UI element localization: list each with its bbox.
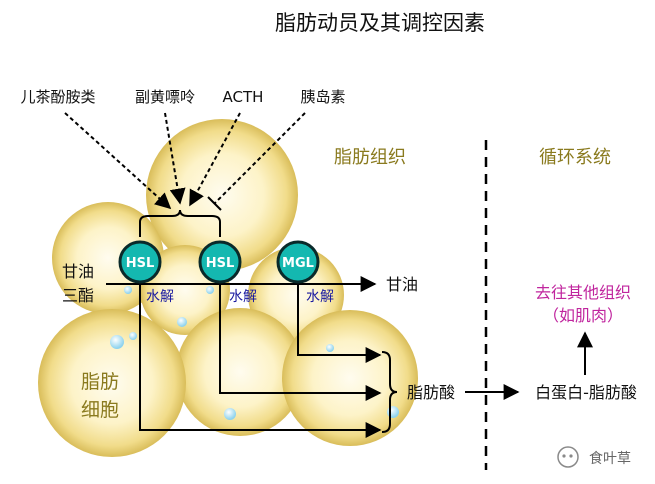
region-circulation: 循环系统 [539, 147, 611, 168]
lipid-droplet [387, 406, 399, 418]
insulin-inhibit-bar [207, 196, 222, 211]
catecholamine-arrow [64, 112, 172, 210]
regulator-glucocorticoid: 副黄嘌呤 [135, 88, 195, 106]
product-glycerol: 甘油 [386, 275, 418, 294]
lipid-droplets [110, 286, 399, 420]
destination-line2: （如肌肉） [543, 306, 623, 325]
cell-label-line2: 细胞 [81, 399, 119, 421]
regulator-arrows [64, 112, 306, 210]
fatty-acid-paths [139, 284, 382, 438]
watermark-icon-dot [569, 454, 573, 458]
fat-cell-left [52, 202, 164, 314]
diagram-title: 脂肪动员及其调控因素 [275, 11, 485, 35]
regulator-catecholamine: 儿茶酚胺类 [20, 88, 95, 106]
lipid-droplet [326, 344, 334, 352]
fatty-acid-brace [381, 351, 398, 433]
enzyme-mgl-circle [276, 240, 320, 284]
stimulation-brace [139, 209, 221, 237]
regulator-acth: ACTH [223, 88, 264, 106]
enzyme-mgl: MGL [276, 240, 320, 284]
acth-arrow [189, 112, 241, 207]
fatty-acid-path-3 [297, 284, 382, 363]
hydrolysis-label-2: 水解 [229, 289, 257, 305]
fat-cell-right-low [282, 310, 418, 446]
watermark-text: 食叶草 [589, 450, 631, 467]
enzyme-hsl-2: HSL [198, 240, 242, 284]
enzyme-hsl-2-label: HSL [206, 256, 235, 271]
enzyme-mgl-label: MGL [282, 256, 314, 271]
fat-cell-top [146, 119, 298, 271]
fatty-acid-path-2 [219, 284, 382, 401]
hydrolysis-label-3: 水解 [306, 289, 334, 305]
product-fatty-acid: 脂肪酸 [407, 383, 455, 402]
lipid-droplet [224, 408, 236, 420]
fat-cell-cluster [38, 119, 418, 457]
enzyme-hsl-1-circle [118, 240, 162, 284]
cell-label-line1: 脂肪 [81, 371, 119, 393]
insulin-inhibit-line [214, 112, 306, 204]
fatty-acid-path-1 [139, 284, 382, 438]
watermark-icon [557, 446, 579, 468]
destination-line1: 去往其他组织 [535, 283, 631, 302]
fat-cell-center-low [176, 308, 304, 436]
substrate-label-line1: 甘油 [62, 262, 94, 281]
lipid-droplet [206, 286, 214, 294]
substrate-label-line2: 三酯 [62, 286, 94, 305]
lipid-droplet [124, 286, 132, 294]
region-adipose: 脂肪组织 [334, 147, 406, 168]
lipid-droplet [129, 332, 137, 340]
glucocorticoid-arrow [164, 112, 186, 205]
enzyme-hsl-1-label: HSL [126, 256, 155, 271]
enzyme-hsl-1: HSL [118, 240, 162, 284]
product-albumin-fatty-acid: 白蛋白-脂肪酸 [535, 383, 637, 402]
watermark-icon-dot [562, 454, 566, 458]
watermark: 食叶草 [557, 446, 631, 468]
enzyme-hsl-2-circle [198, 240, 242, 284]
lipid-droplet [110, 335, 124, 349]
fat-cell-big [38, 309, 186, 457]
regulator-insulin: 胰岛素 [300, 88, 345, 106]
lipid-droplet [177, 317, 187, 327]
hydrolysis-label-1: 水解 [146, 289, 174, 305]
